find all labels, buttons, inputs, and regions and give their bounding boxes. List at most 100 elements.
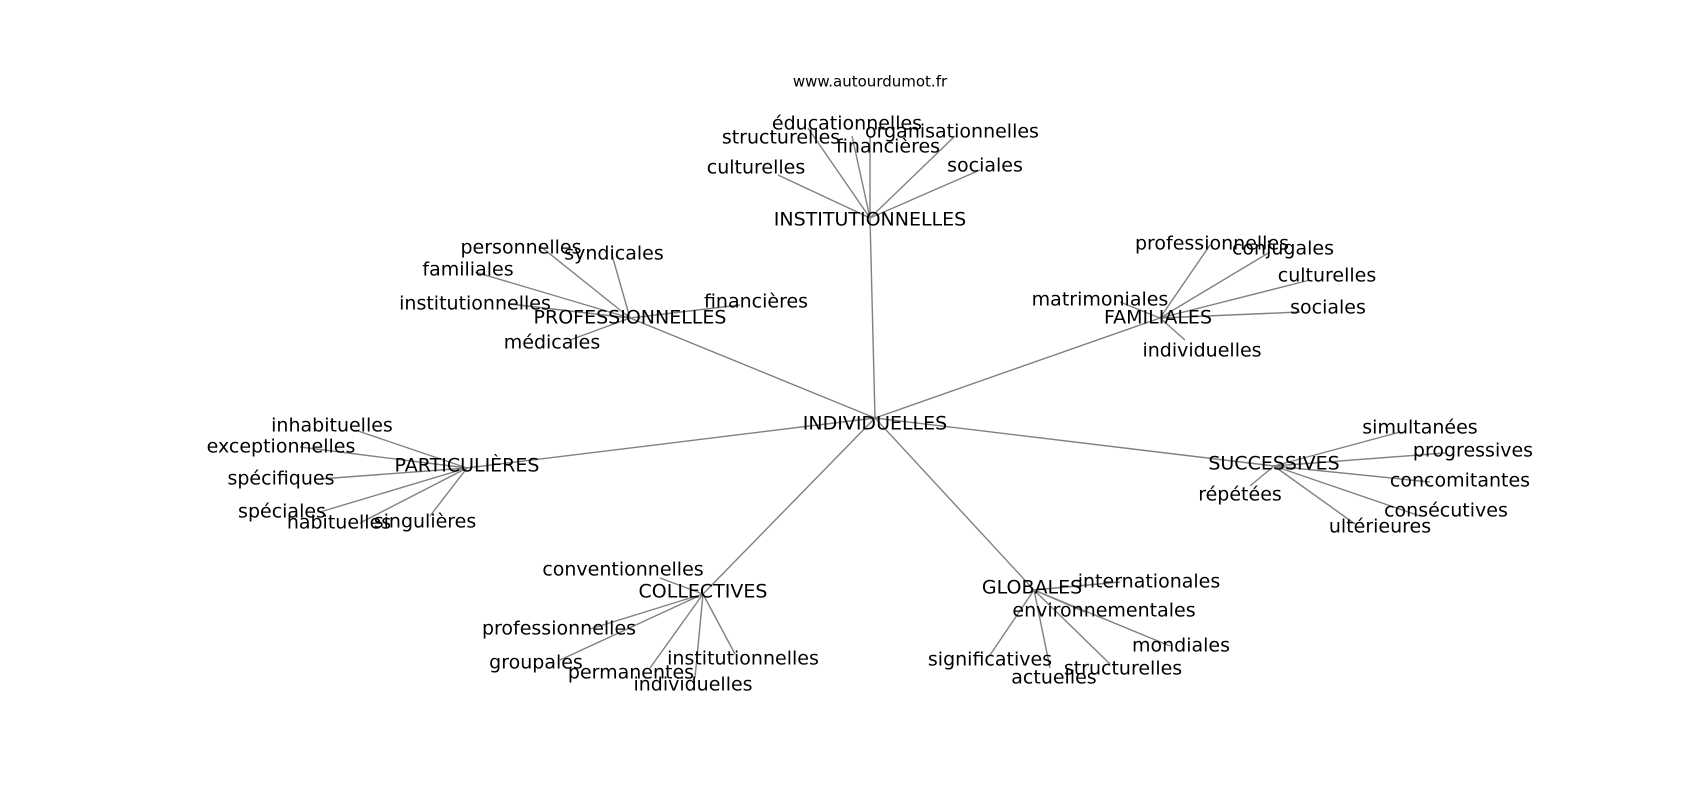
edge-professionnelles-hub-personnelles <box>539 245 631 319</box>
edge-collectives-hub-professionnelles <box>589 593 704 630</box>
leaf-node-actuelles[interactable]: actuelles <box>1011 667 1096 689</box>
leaf-node-ulterieures[interactable]: ultérieures <box>1329 516 1431 538</box>
edge-familiales-hub-culturelles <box>1159 279 1311 319</box>
leaf-node-internationales[interactable]: internationales <box>1078 571 1221 593</box>
leaf-node-individuelles[interactable]: individuelles <box>1142 340 1261 362</box>
leaf-node-simultanees[interactable]: simultanées <box>1362 417 1477 439</box>
leaf-node-singulieres[interactable]: singulières <box>374 511 477 533</box>
hub-node-collectives-hub[interactable]: COLLECTIVES <box>639 581 768 603</box>
edge-familiales-hub-matrimoniales <box>1119 301 1161 319</box>
leaf-node-structurelles[interactable]: structurelles <box>722 127 840 149</box>
leaf-node-conjugales[interactable]: conjugales <box>1232 238 1334 260</box>
edge-particulieres-hub-habituelles <box>359 467 468 524</box>
leaf-node-groupales[interactable]: groupales <box>489 652 583 674</box>
edge-institutionnelles-hub-sociales <box>869 169 981 219</box>
edges-layer <box>299 127 1446 679</box>
leaf-node-medicales[interactable]: médicales <box>504 332 601 354</box>
edge-institutionnelles-hub-educationnelles <box>851 135 871 219</box>
leaf-node-professionnelles[interactable]: professionnelles <box>1135 233 1289 255</box>
leaf-node-habituelles[interactable]: habituelles <box>287 512 391 534</box>
edge-particulieres-hub-exceptionnelles <box>299 446 468 469</box>
leaf-node-culturelles[interactable]: culturelles <box>707 157 806 179</box>
hub-node-institutionnelles-hub[interactable]: INSTITUTIONNELLES <box>774 209 966 231</box>
leaf-node-financieres[interactable]: financières <box>836 136 940 158</box>
edge-globales-hub-structurelles <box>1033 589 1111 665</box>
edge-center-familiales-hub <box>874 317 1161 419</box>
leaf-node-environnementales[interactable]: environnementales <box>1012 600 1195 622</box>
hub-node-professionnelles-hub[interactable]: PROFESSIONNELLES <box>534 307 727 329</box>
leaf-node-consecutives[interactable]: consécutives <box>1384 500 1508 522</box>
leaf-node-concomitantes[interactable]: concomitantes <box>1390 470 1530 492</box>
edge-professionnelles-hub-syndicales <box>611 254 631 319</box>
edge-particulieres-hub-speciales <box>319 467 468 513</box>
leaf-node-repetees[interactable]: répétées <box>1198 484 1282 506</box>
edge-collectives-hub-conventionnelles <box>659 577 704 595</box>
leaf-node-educationnelles[interactable]: éducationnelles <box>772 113 922 135</box>
edge-center-successives-hub <box>874 417 1275 467</box>
leaf-node-professionnelles[interactable]: professionnelles <box>482 618 636 640</box>
edge-collectives-hub-groupales <box>559 593 704 661</box>
edge-globales-hub-actuelles <box>1033 589 1051 669</box>
edge-successives-hub-ulterieures <box>1273 465 1356 525</box>
edge-professionnelles-hub-familiales <box>474 271 631 319</box>
edge-particulieres-hub-singulieres <box>429 467 468 517</box>
edge-professionnelles-hub-medicales <box>569 317 631 341</box>
hub-node-familiales-hub[interactable]: FAMILIALES <box>1104 307 1212 329</box>
edge-familiales-hub-sociales <box>1159 311 1301 319</box>
edge-successives-hub-repetees <box>1249 465 1275 487</box>
leaf-node-organisationnelles[interactable]: organisationnelles <box>865 121 1039 143</box>
edge-institutionnelles-hub-structurelles <box>807 127 871 219</box>
edge-globales-hub-internationales <box>1033 581 1121 591</box>
edge-professionnelles-hub-financieres <box>629 304 741 319</box>
leaf-node-institutionnelles[interactable]: institutionnelles <box>399 293 551 315</box>
labels-layer: INDIVIDUELLES INSTITUTIONNELLES éducationn… <box>207 113 1533 696</box>
edge-center-particulieres-hub <box>466 417 876 469</box>
edge-particulieres-hub-specifiques <box>319 467 468 480</box>
edge-collectives-hub-individuelles <box>694 593 704 679</box>
leaf-node-mondiales[interactable]: mondiales <box>1132 635 1230 657</box>
leaf-node-familiales[interactable]: familiales <box>422 259 513 281</box>
leaf-node-exceptionnelles[interactable]: exceptionnelles <box>207 436 356 458</box>
edge-successives-hub-concomitantes <box>1273 465 1431 483</box>
leaf-node-culturelles[interactable]: culturelles <box>1278 265 1377 287</box>
edge-successives-hub-consecutives <box>1273 465 1421 517</box>
leaf-node-conventionnelles[interactable]: conventionnelles <box>542 559 703 581</box>
edge-collectives-hub-institutionnelles <box>702 593 736 655</box>
edge-professionnelles-hub-institutionnelles <box>509 303 631 319</box>
edge-institutionnelles-hub-organisationnelles <box>869 135 956 219</box>
leaf-node-structurelles[interactable]: structurelles <box>1064 658 1182 680</box>
edge-center-collectives-hub <box>702 417 876 595</box>
edge-globales-hub-mondiales <box>1033 589 1171 647</box>
edge-collectives-hub-permanentes <box>649 593 704 669</box>
center-node-label[interactable]: INDIVIDUELLES <box>803 413 947 435</box>
leaf-node-permanentes[interactable]: permanentes <box>568 662 694 684</box>
edge-center-institutionnelles-hub <box>869 217 876 419</box>
edge-familiales-hub-individuelles <box>1159 317 1186 341</box>
leaf-node-matrimoniales[interactable]: matrimoniales <box>1032 289 1169 311</box>
leaf-node-individuelles[interactable]: individuelles <box>633 674 752 696</box>
edge-center-globales-hub <box>874 417 1035 591</box>
leaf-node-significatives[interactable]: significatives <box>928 649 1052 671</box>
leaf-node-syndicales[interactable]: syndicales <box>564 243 663 265</box>
leaf-node-specifiques[interactable]: spécifiques <box>227 468 334 490</box>
edge-familiales-hub-professionnelles <box>1159 244 1211 319</box>
edge-globales-hub-significatives <box>989 589 1035 656</box>
edge-familiales-hub-conjugales <box>1159 251 1271 319</box>
source-url: www.autourdumot.fr <box>793 73 948 91</box>
leaf-node-sociales[interactable]: sociales <box>1290 297 1366 319</box>
hub-node-particulieres-hub[interactable]: PARTICULIÈRES <box>395 454 540 477</box>
edge-center-professionnelles-hub <box>629 317 876 419</box>
leaf-node-speciales[interactable]: spéciales <box>238 501 326 523</box>
leaf-node-inhabituelles[interactable]: inhabituelles <box>271 415 393 437</box>
leaf-node-sociales[interactable]: sociales <box>947 155 1023 177</box>
hub-node-globales-hub[interactable]: GLOBALES <box>982 577 1082 599</box>
hub-node-successives-hub[interactable]: SUCCESSIVES <box>1208 453 1339 475</box>
leaf-node-progressives[interactable]: progressives <box>1413 440 1533 462</box>
edge-successives-hub-simultanees <box>1273 431 1401 467</box>
leaf-node-financieres[interactable]: financières <box>704 291 808 313</box>
edge-particulieres-hub-inhabituelles <box>354 429 468 469</box>
leaf-node-institutionnelles[interactable]: institutionnelles <box>667 648 819 670</box>
edge-institutionnelles-hub-culturelles <box>777 174 871 219</box>
leaf-node-personnelles[interactable]: personnelles <box>460 237 581 259</box>
